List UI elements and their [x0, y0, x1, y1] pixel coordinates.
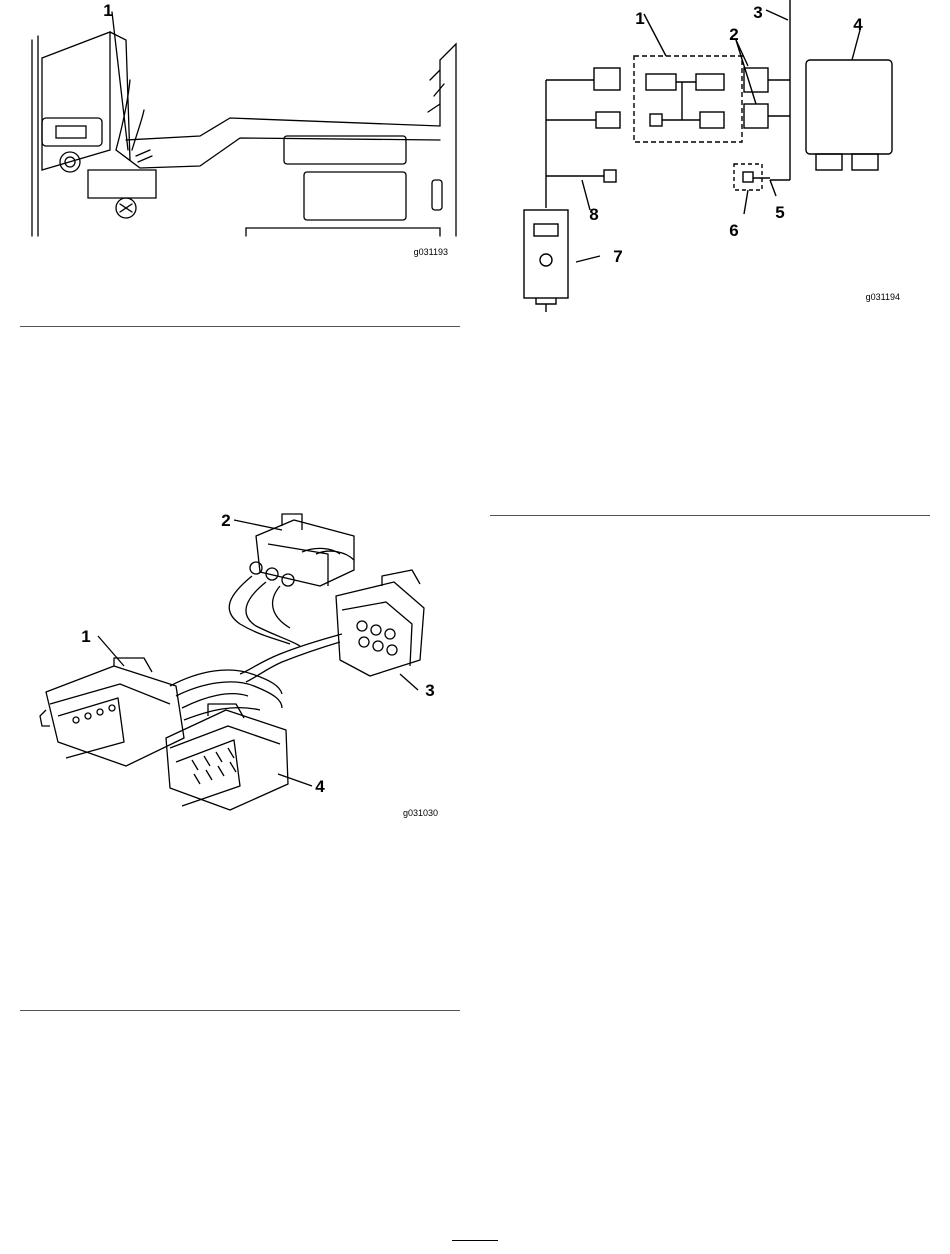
callout-4: 4 [315, 777, 325, 796]
callout-1: 1 [81, 627, 90, 646]
wiring-schematic: 1 2 3 4 5 6 7 8 g031194 [490, 0, 930, 320]
machine-panel-illustration: 1 g031193 [20, 0, 460, 270]
section-divider [20, 326, 460, 327]
callout-4: 4 [853, 15, 863, 34]
callout-2: 2 [729, 25, 738, 44]
callout-3: 3 [425, 681, 434, 700]
callout-1: 1 [103, 1, 112, 20]
figure-g031193: 1 g031193 [20, 0, 460, 270]
section-divider [20, 1010, 460, 1011]
callout-6: 6 [729, 221, 738, 240]
callout-5: 5 [775, 203, 784, 222]
figure-code: g031193 [414, 247, 448, 257]
section-divider [490, 515, 930, 516]
figure-g031194: 1 2 3 4 5 6 7 8 g031194 [490, 0, 930, 320]
figure-code: g031030 [403, 808, 438, 818]
callout-2: 2 [221, 511, 230, 530]
callout-8: 8 [589, 205, 598, 224]
figure-g031030: 1 2 3 4 g031030 [20, 490, 460, 830]
callout-labels: 1 2 3 4 5 6 7 8 [589, 3, 863, 266]
figure-code: g031194 [866, 292, 900, 302]
callout-3: 3 [753, 3, 762, 22]
callout-1: 1 [635, 9, 644, 28]
callout-7: 7 [613, 247, 622, 266]
footer-rule [452, 1240, 498, 1241]
harness-illustration: 1 2 3 4 g031030 [20, 490, 460, 830]
